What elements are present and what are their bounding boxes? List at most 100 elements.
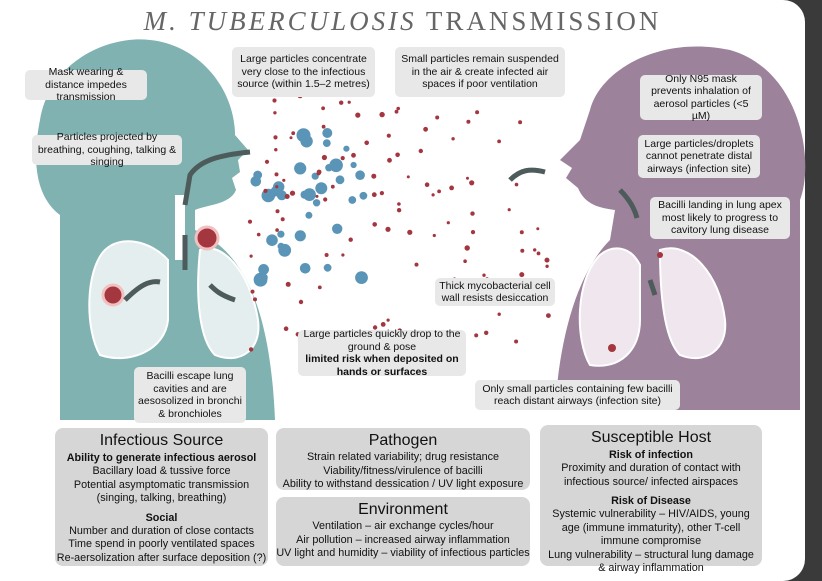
box-line: Proximity and duration of contact with <box>561 462 741 474</box>
particle <box>475 110 480 115</box>
susceptible-host-box: Susceptible Host Risk of infection Proxi… <box>540 425 762 574</box>
particle <box>446 221 450 225</box>
particle <box>247 219 253 224</box>
particle <box>343 145 350 152</box>
particle <box>407 229 413 235</box>
particle <box>263 188 268 193</box>
particle <box>253 297 257 302</box>
particle <box>497 312 501 316</box>
particle <box>350 161 357 169</box>
particle <box>273 181 285 193</box>
particle <box>533 248 537 252</box>
particle <box>282 178 286 182</box>
particle <box>348 196 357 204</box>
particle <box>514 182 519 187</box>
particle <box>298 299 304 305</box>
particle <box>435 115 440 120</box>
lesion-markers <box>101 225 663 352</box>
box-line: Lung vulnerability – structural lung dam… <box>548 548 754 561</box>
box-subheading: Ability to generate infectious aerosol <box>66 452 257 464</box>
particle <box>289 136 293 140</box>
box-line: Number and duration of close contacts <box>69 524 254 537</box>
particle <box>324 253 329 257</box>
particle <box>546 313 551 318</box>
box-subheading: Risk of Disease <box>611 495 691 507</box>
particle <box>272 98 277 103</box>
callout-large-close: Large particles concentrate very close t… <box>232 47 375 97</box>
particle <box>291 131 296 136</box>
particle <box>359 191 368 200</box>
box-title: Environment <box>358 501 448 518</box>
particle <box>387 157 392 163</box>
particle <box>256 232 261 237</box>
callout-drop-bold: limited risk when deposited on hands or … <box>305 353 459 378</box>
particle <box>520 248 525 253</box>
particle <box>275 209 280 214</box>
box-line: Time spend in poorly ventilated spaces <box>68 538 255 550</box>
particle <box>519 230 524 235</box>
particle <box>322 139 331 148</box>
particle <box>431 193 435 197</box>
particle <box>379 111 385 118</box>
particle <box>323 197 328 202</box>
particle <box>266 234 278 246</box>
particle <box>250 289 255 294</box>
particle <box>339 100 344 105</box>
particle <box>519 272 525 278</box>
particle <box>321 106 325 111</box>
infectious-source-box: Infectious Source Ability to generate in… <box>55 428 268 566</box>
particle <box>294 162 307 175</box>
particle <box>424 182 430 187</box>
callout-drop: Large particles quickly drop to the grou… <box>298 328 466 378</box>
particle <box>386 318 390 322</box>
particle <box>449 185 454 191</box>
particle <box>280 217 285 222</box>
particle <box>423 126 428 132</box>
particle <box>321 124 326 129</box>
particle <box>273 111 277 115</box>
box-line: Viability/fitness/virulence of bacilli <box>323 464 483 477</box>
particle <box>464 245 470 251</box>
particle <box>321 154 327 161</box>
particle <box>340 156 345 161</box>
particle <box>312 199 321 207</box>
box-line: UV light and humidity – viability of inf… <box>276 547 530 559</box>
particle <box>385 226 391 232</box>
particle <box>536 251 541 256</box>
particle <box>275 185 279 189</box>
box-line: age (immune immaturity), other T-cell <box>561 521 741 534</box>
particle <box>544 257 550 263</box>
particle <box>507 208 511 212</box>
page-title: M. TUBERCULOSIS TRANSMISSION <box>143 6 662 36</box>
particle <box>294 230 306 242</box>
particle <box>396 106 401 111</box>
box-line: Bacillary load & tussive force <box>92 465 231 477</box>
box-title: Infectious Source <box>99 432 224 449</box>
callout-escape: Bacilli escape lung cavities and are aes… <box>134 367 246 423</box>
box-line: Systemic vulnerability – HIV/AIDS, young <box>552 508 750 520</box>
pathogen-box: Pathogen Strain related variability; dru… <box>276 428 530 490</box>
particle <box>348 237 353 242</box>
particle <box>463 259 467 264</box>
particle <box>418 148 423 154</box>
particle <box>289 190 296 196</box>
particle <box>355 170 365 180</box>
callout-cellwall: Thick mycobacterial cell wall resists de… <box>435 278 555 306</box>
particle <box>274 172 279 177</box>
callout-droplets: Large particles/droplets cannot penetrat… <box>638 135 760 178</box>
particle <box>497 139 501 144</box>
particle <box>316 171 321 176</box>
host-lungs <box>578 247 727 367</box>
particle <box>414 262 419 267</box>
box-line: immune compromise <box>600 535 702 547</box>
particle <box>335 175 345 185</box>
particle <box>300 135 313 148</box>
particle <box>322 128 333 138</box>
particle <box>285 281 291 287</box>
particle <box>380 322 386 327</box>
particle <box>482 273 486 277</box>
particle <box>371 192 377 198</box>
box-line: Re-aersolization after surface depositio… <box>56 551 267 564</box>
environment-box: Environment Ventilation – air exchange c… <box>276 497 530 566</box>
